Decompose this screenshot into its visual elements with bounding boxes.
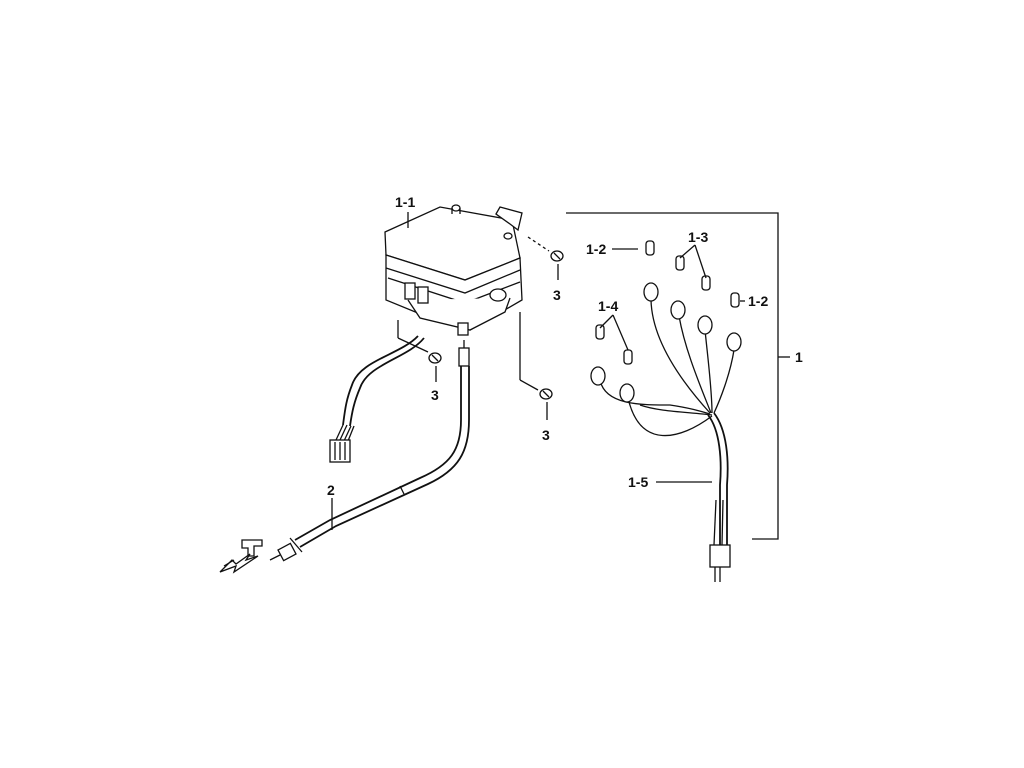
harness-connector bbox=[709, 544, 731, 568]
screw-top bbox=[527, 236, 564, 280]
screw-bottom bbox=[519, 312, 553, 420]
label-bulb-pair-left: 1-4 bbox=[598, 298, 618, 314]
label-cable: 2 bbox=[327, 482, 335, 498]
callout-labels: 1-1 1-2 1-3 1-2 1-4 1-5 1 3 3 3 2 bbox=[327, 194, 803, 498]
label-screw-mid: 3 bbox=[431, 387, 439, 403]
bulb-harness bbox=[590, 240, 742, 582]
label-bulb-pair-top: 1-3 bbox=[688, 229, 708, 245]
label-harness: 1-5 bbox=[628, 474, 648, 490]
speedometer-cable bbox=[269, 340, 470, 562]
label-bulb-left: 1-2 bbox=[586, 241, 606, 257]
screw-mid bbox=[397, 320, 442, 382]
meter-wire bbox=[329, 335, 425, 463]
label-bulb-right: 1-2 bbox=[748, 293, 768, 309]
front-arrow-icon bbox=[219, 539, 263, 574]
label-screw-bottom: 3 bbox=[542, 427, 550, 443]
leader-lines bbox=[331, 212, 790, 540]
label-screw-top: 3 bbox=[553, 287, 561, 303]
meter-body bbox=[384, 204, 523, 336]
label-assembly: 1 bbox=[795, 349, 803, 365]
label-meter-body: 1-1 bbox=[395, 194, 415, 210]
